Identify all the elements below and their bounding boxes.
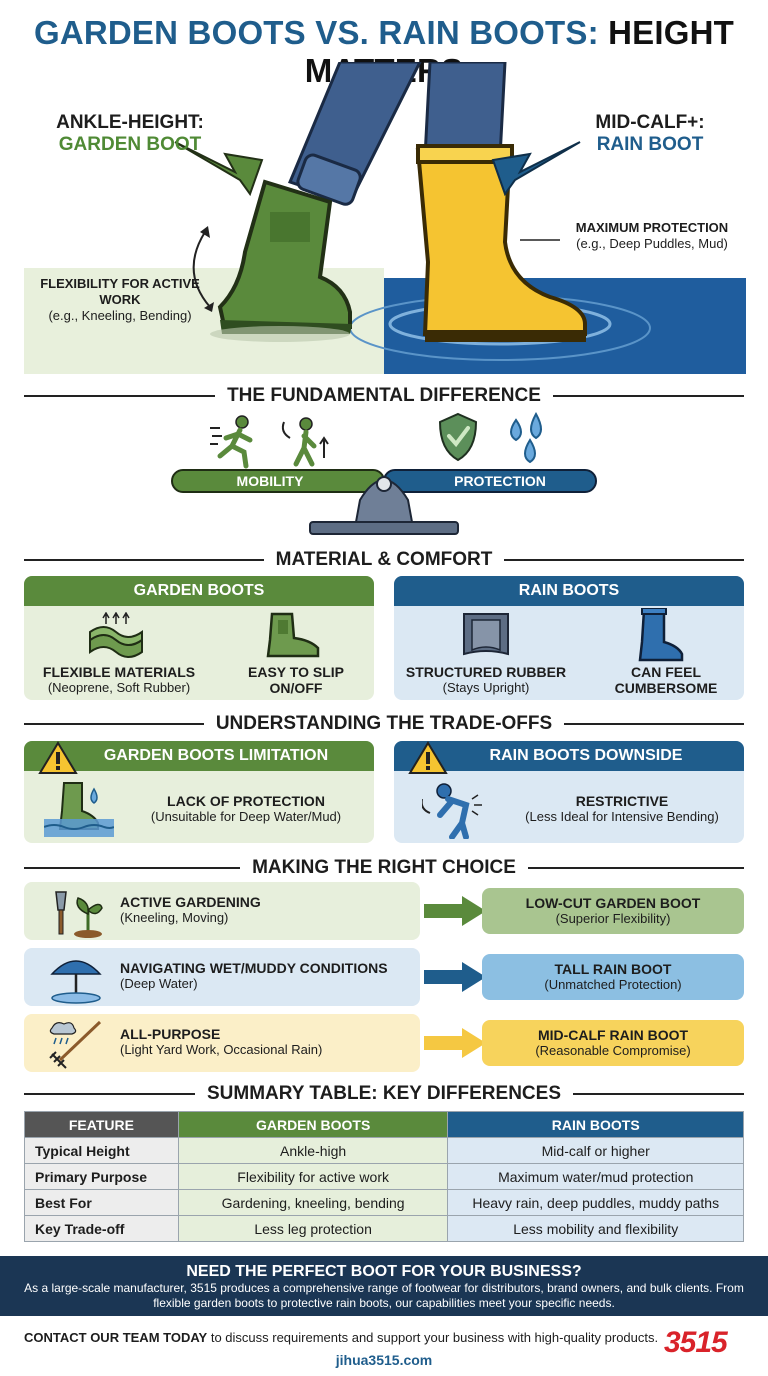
seesaw-pivot [354, 479, 414, 523]
page-title: GARDEN BOOTS VS. RAIN BOOTS: HEIGHT MATT… [0, 14, 768, 90]
material-garden-header: GARDEN BOOTS [24, 576, 374, 606]
left-hero-label: ANKLE-HEIGHT: GARDEN BOOT [56, 112, 204, 155]
brand-logo: 3515 [664, 1326, 728, 1359]
summary-table: FEATURE GARDEN BOOTS RAIN BOOTS Typical … [24, 1111, 744, 1242]
right-leg [423, 60, 507, 159]
section-heading-fundamental: THE FUNDAMENTAL DIFFERENCE [24, 384, 744, 408]
table-row: Key Trade-off Less leg protection Less m… [24, 1215, 744, 1242]
flexible-materials-text: FLEXIBLE MATERIALS (Neoprene, Soft Rubbe… [42, 664, 196, 695]
garden-boot [217, 179, 352, 333]
choice-row-active-gardening: ACTIVE GARDENING (Kneeling, Moving) LOW-… [24, 882, 744, 940]
header-feature: FEATURE [24, 1111, 179, 1138]
tradeoff-garden-panel: GARDEN BOOTS LIMITATION LACK OF PROTECTI… [24, 741, 374, 843]
structured-rubber-icon [463, 613, 509, 656]
low-cut-garden-boot-result: LOW-CUT GARDEN BOOT (Superior Flexibilit… [482, 888, 744, 934]
rake-rain-icon [49, 1020, 102, 1069]
warning-icon [38, 741, 78, 774]
hero-boots-illustration [24, 60, 746, 374]
rain-boot [415, 148, 587, 336]
tradeoff-rain-panel: RAIN BOOTS DOWNSIDE RESTRICTIVE (Less Id… [394, 741, 744, 843]
cumbersome-text: CAN FEEL CUMBERSOME [614, 664, 718, 696]
tradeoff-garden-header: GARDEN BOOTS LIMITATION [24, 741, 374, 771]
restrictive-text: RESTRICTIVE (Less Ideal for Intensive Be… [525, 793, 719, 824]
umbrella-puddle-icon [50, 960, 102, 1004]
seesaw-graphic: MOBILITY PROTECTION [0, 410, 768, 540]
green-arrow-right-icon [424, 896, 486, 926]
blue-arrow-right-icon [424, 962, 486, 992]
footer-text: As a large-scale manufacturer, 3515 prod… [24, 1281, 744, 1310]
table-row: Primary Purpose Flexibility for active w… [24, 1163, 744, 1190]
bending-back-pain-icon [422, 783, 482, 839]
right-hero-label: MID-CALF+: RAIN BOOT [595, 112, 705, 155]
water-drops-icon [510, 411, 542, 464]
left-hero-note: FLEXIBILITY FOR ACTIVE WORK (e.g., Kneel… [40, 276, 200, 323]
hero-illustration: ANKLE-HEIGHT: GARDEN BOOT MID-CALF+: RAI… [0, 60, 768, 374]
flexible-material-icon [89, 612, 143, 658]
section-heading-choice: MAKING THE RIGHT CHOICE [24, 856, 745, 880]
yellow-arrow-right-icon [424, 1028, 486, 1058]
wet-muddy-text: NAVIGATING WET/MUDDY CONDITIONS (Deep Wa… [120, 960, 388, 991]
contact-line: CONTACT OUR TEAM TODAY to discuss requir… [24, 1330, 658, 1345]
table-header-row: FEATURE GARDEN BOOTS RAIN BOOTS [24, 1111, 744, 1138]
boot-in-water-icon [44, 782, 114, 837]
choice-row-wet-muddy: NAVIGATING WET/MUDDY CONDITIONS (Deep Wa… [24, 948, 744, 1006]
running-person-icon [210, 415, 253, 469]
green-arrow-icon [174, 141, 264, 197]
warning-icon [408, 741, 448, 774]
table-row: Best For Gardening, kneeling, bending He… [24, 1189, 744, 1216]
material-rain-header: RAIN BOOTS [394, 576, 744, 606]
mid-calf-rain-boot-result: MID-CALF RAIN BOOT (Reasonable Compromis… [482, 1020, 744, 1066]
bending-person-icon [281, 417, 329, 467]
gardening-tools-icon [55, 891, 103, 938]
choice-row-all-purpose: ALL-PURPOSE (Light Yard Work, Occasional… [24, 1014, 744, 1072]
flex-arc-icon [192, 231, 211, 308]
table-row: Typical Height Ankle-high Mid-calf or hi… [24, 1137, 744, 1164]
section-heading-tradeoffs: UNDERSTANDING THE TRADE-OFFS [24, 712, 745, 736]
easy-slip-text: EASY TO SLIP ON/OFF [248, 664, 344, 696]
right-hero-note: MAXIMUM PROTECTION (e.g., Deep Puddles, … [575, 220, 729, 251]
contact-rest: to discuss requirements and support your… [207, 1330, 659, 1345]
footer-banner: NEED THE PERFECT BOOT FOR YOUR BUSINESS?… [0, 1256, 768, 1316]
section-heading-material: MATERIAL & COMFORT [24, 548, 744, 572]
header-rain-boots: RAIN BOOTS [447, 1111, 744, 1138]
website-link[interactable]: jihua3515.com [335, 1352, 433, 1368]
material-rain-panel: RAIN BOOTS STRUCTURED RUBBER (Stays Upri… [394, 576, 744, 700]
footer-heading: NEED THE PERFECT BOOT FOR YOUR BUSINESS? [186, 1263, 582, 1280]
tall-rain-boot-icon [638, 608, 684, 662]
material-garden-panel: GARDEN BOOTS FLEXIBLE MATERIALS (Neopren… [24, 576, 374, 700]
tall-rain-boot-result: TALL RAIN BOOT (Unmatched Protection) [482, 954, 744, 1000]
mobility-label: MOBILITY [237, 473, 305, 489]
tradeoff-rain-header: RAIN BOOTS DOWNSIDE [394, 741, 744, 771]
blue-arrow-icon [491, 141, 581, 197]
title-part-1: GARDEN BOOTS VS. RAIN BOOTS: [33, 14, 599, 51]
lack-protection-text: LACK OF PROTECTION (Unsuitable for Deep … [150, 793, 342, 824]
contact-cta: CONTACT OUR TEAM TODAY [24, 1330, 208, 1345]
header-garden-boots: GARDEN BOOTS [177, 1111, 449, 1138]
protection-label: PROTECTION [454, 473, 546, 489]
active-gardening-text: ACTIVE GARDENING (Kneeling, Moving) [120, 894, 261, 925]
structured-rubber-text: STRUCTURED RUBBER (Stays Upright) [405, 664, 567, 695]
shield-check-icon [438, 412, 478, 462]
slip-on-boot-icon [266, 612, 320, 658]
all-purpose-text: ALL-PURPOSE (Light Yard Work, Occasional… [120, 1026, 323, 1057]
section-heading-summary: SUMMARY TABLE: KEY DIFFERENCES [24, 1082, 744, 1106]
